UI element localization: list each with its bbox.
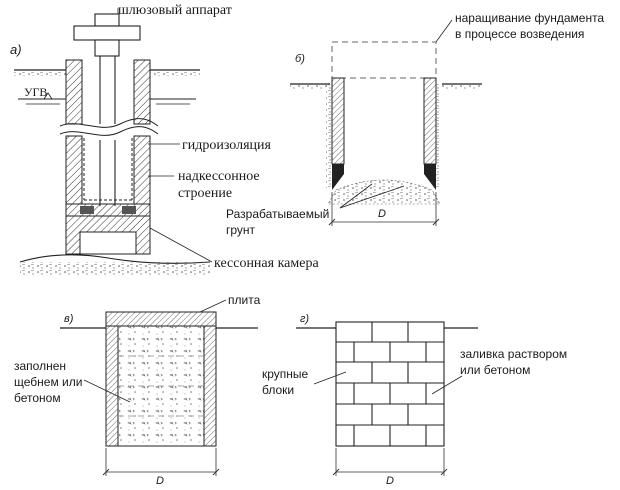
panel-g-block-foundation: г) [262, 313, 567, 487]
panel-g-dimension [332, 448, 448, 476]
superstructure-label-line2: строение [178, 186, 232, 201]
caisson-chamber-label: кессонная камера [214, 256, 319, 271]
fill-label-line3: бетоном [14, 391, 61, 405]
well-wall-left [331, 77, 345, 165]
excavated-soil [327, 179, 441, 205]
caisson-chamber [65, 215, 151, 255]
panel-a-groundwater-level [18, 92, 196, 105]
panel-a-ground-bottom [19, 254, 211, 276]
panel-a-letter: а) [10, 42, 22, 57]
break-line [59, 118, 159, 136]
panel-v-letter: в) [64, 313, 74, 325]
access-shaft [99, 56, 116, 206]
panel-a-ground-top [14, 69, 200, 76]
panel-b-ground [290, 83, 482, 90]
waterproofing-label: гидроизоляция [182, 138, 272, 153]
fill-layers [118, 355, 204, 417]
extension-label-line2: в процессе возведения [455, 27, 584, 41]
lower-wall-left [65, 135, 83, 205]
panel-b-dimension [328, 192, 440, 226]
soil-label-line1: Разрабатываемый [226, 207, 329, 221]
panel-b-dimension-label: D [378, 208, 386, 220]
panel-b-letter: б) [295, 53, 305, 65]
well-wall-right [423, 77, 437, 165]
upper-wall-right [133, 59, 151, 125]
superstructure-label-line1: надкессонное [178, 169, 260, 184]
extension-label-line1: наращивание фундамента [455, 11, 604, 25]
panel-v-dimension [102, 448, 220, 476]
blocks-label-line2: блоки [262, 383, 294, 397]
blocks-label-line1: крупные [262, 367, 309, 381]
caisson-ceiling [65, 203, 151, 217]
upper-wall-left [65, 59, 83, 125]
shell-wall-left [105, 325, 119, 447]
extension-outline [331, 41, 437, 79]
waterproofing-layer [83, 138, 133, 201]
panel-b-open-well: б) наращивание фундамента в процессе воз… [226, 11, 604, 237]
fill-label-line2: щебнем или [14, 375, 82, 389]
cutting-edge-left [332, 164, 344, 190]
sluice-apparatus [73, 13, 141, 57]
fill-label-line1: заполнен [14, 359, 66, 373]
panel-v-dimension-label: D [156, 475, 164, 487]
grout-label-line2: или бетоном [460, 363, 530, 377]
large-blocks-wall [335, 321, 445, 447]
soil-label-line2: грунт [226, 223, 256, 237]
top-slab [105, 311, 217, 327]
grout-label-line1: заливка раствором [460, 347, 567, 361]
sluice-label: шлюзовый аппарат [118, 3, 232, 18]
panel-g-dimension-label: D [386, 475, 394, 487]
panel-g-letter: г) [300, 313, 309, 325]
panel-v-filled-shell: в) плита заполнен щебнем или бетоном [14, 293, 261, 487]
cutting-edge-right [424, 164, 436, 190]
panel-a-caisson: а) УГВ шлюзовый аппарат [10, 3, 319, 276]
slab-label: плита [228, 293, 261, 307]
shell-wall-right [203, 325, 217, 447]
ugv-label: УГВ [24, 85, 47, 99]
lower-wall-right [133, 135, 151, 205]
